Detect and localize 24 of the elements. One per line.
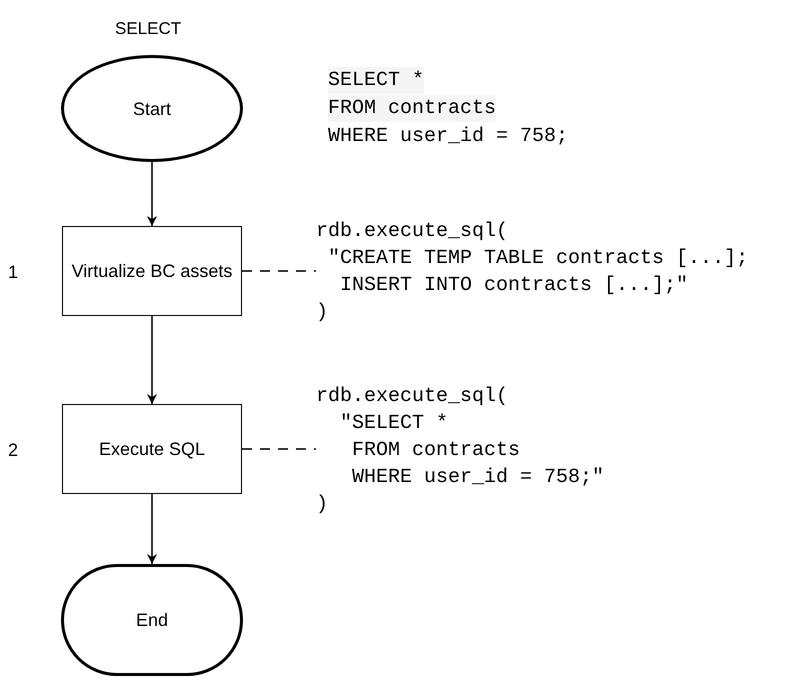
- step-number: 2: [8, 439, 18, 462]
- node-label: Virtualize BC assets: [72, 260, 232, 283]
- code-line: ): [316, 492, 328, 518]
- code-line: FROM contracts: [352, 438, 520, 464]
- code-line: WHERE user_id = 758;": [352, 465, 604, 491]
- arrow: [147, 494, 157, 564]
- process-box: [62, 404, 242, 494]
- node-label: Execute SQL: [98, 438, 206, 461]
- node-label: Start: [132, 98, 171, 120]
- arrow: [147, 162, 157, 226]
- step-number: 1: [8, 261, 18, 284]
- dashed-connector: [242, 270, 316, 272]
- code-line: rdb.execute_sql(: [316, 219, 508, 245]
- process-box: [62, 226, 242, 316]
- code-line: rdb.execute_sql(: [316, 384, 508, 410]
- code-line: WHERE user_id = 758;: [328, 124, 568, 150]
- code-line: "SELECT *: [340, 411, 448, 437]
- dashed-connector: [242, 448, 316, 450]
- code-line: ): [316, 300, 328, 326]
- diagram-title: SELECT: [115, 18, 182, 40]
- code-line: INSERT INTO contracts [...];": [340, 273, 688, 299]
- code-line: "CREATE TEMP TABLE contracts [...];: [328, 246, 748, 272]
- arrow: [147, 316, 157, 404]
- node-label: End: [136, 609, 168, 632]
